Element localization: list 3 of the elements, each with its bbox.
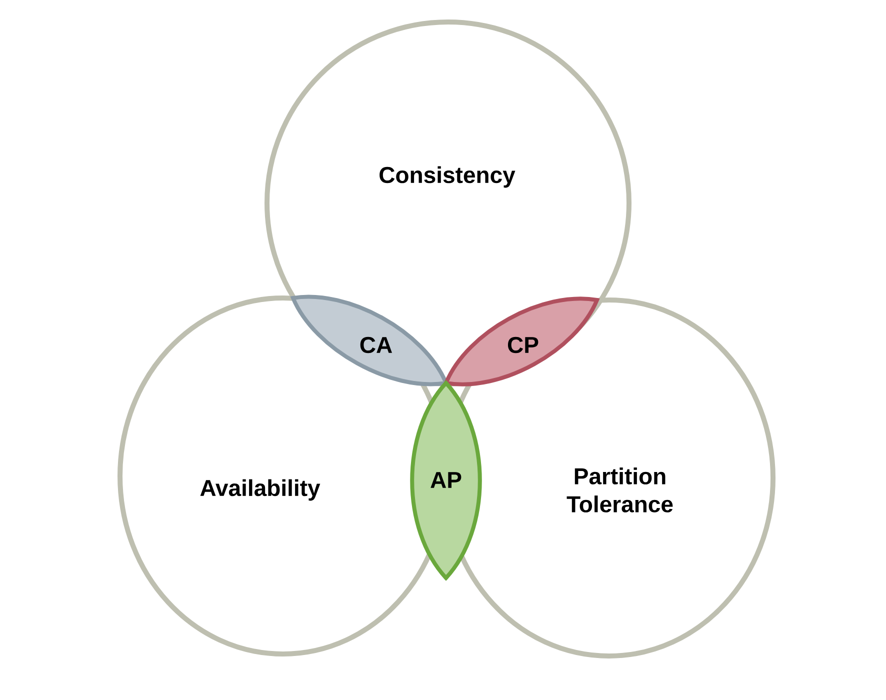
lens-region: CP	[444, 296, 599, 386]
lens-region: AP	[410, 380, 482, 580]
lens-region: CA	[291, 294, 448, 386]
